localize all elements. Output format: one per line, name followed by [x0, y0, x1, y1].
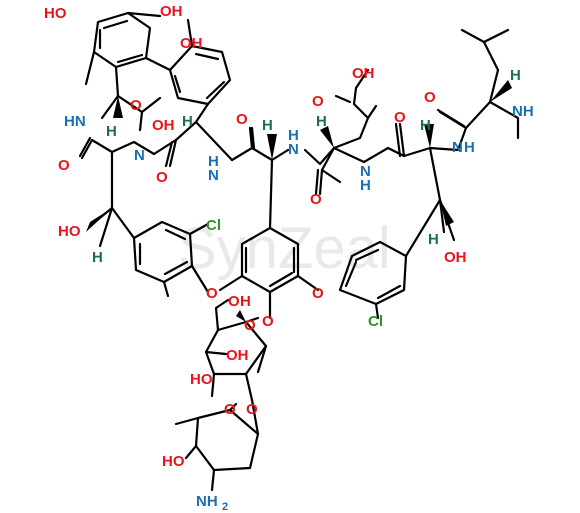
label-oh-benzyl-left: HO — [58, 223, 81, 240]
label-h-n-c: H — [288, 127, 299, 144]
label-oh-top-left: HO — [44, 5, 67, 22]
watermark: SynZeal — [178, 216, 391, 281]
label-nh-methyl: NH — [512, 103, 534, 120]
label-oh-top-phenol: OH — [180, 35, 203, 52]
label-h-n-e: H — [464, 139, 475, 156]
label-h-n-b: H — [208, 153, 219, 170]
label-h-n-d: H — [360, 177, 371, 194]
label-o-leu-amide: O — [424, 89, 436, 106]
stereo-wedges — [86, 80, 512, 322]
ring-resorcinol — [92, 11, 152, 69]
label-h-benzyl-right: H — [428, 231, 439, 248]
label-o-link-sugar: O — [246, 401, 258, 418]
label-hn-left: HN — [64, 113, 86, 130]
label-nh2-van: NH — [196, 493, 218, 510]
label-n-c: N — [288, 141, 299, 158]
label-h-ch2oh-glc: H — [240, 293, 251, 310]
label-h-leu: H — [510, 67, 521, 84]
label-o-ch2-glc: O — [228, 293, 240, 310]
label-o-amide-d: O — [310, 191, 322, 208]
label-h-ca-3: H — [262, 117, 273, 134]
label-o-ether-left: O — [206, 285, 218, 302]
label-o-cooh-left: O — [130, 97, 142, 114]
label-oh-glc-1: OH — [226, 347, 249, 364]
label-o-ring-van: O — [224, 401, 236, 418]
label-o-amide-c: O — [236, 111, 248, 128]
label-h-ca-5: H — [420, 117, 431, 134]
atom-labels: HO OH OH OH O O H NH HN OH O O N H O H N… — [44, 3, 534, 513]
label-o-ring-glc: O — [244, 317, 256, 334]
label-n-d: N — [360, 163, 371, 180]
label-cl-right: Cl — [368, 313, 383, 330]
label-h-ca-4: H — [316, 113, 327, 130]
bond-skeleton — [78, 11, 520, 492]
label-h-ca-2: H — [182, 113, 193, 130]
label-n-e: N — [452, 139, 463, 156]
label-ho-glc-2: HO — [190, 371, 213, 388]
label-n-a: N — [134, 147, 145, 164]
label-o-amide-b: O — [156, 169, 168, 186]
label-o-amide-e: O — [394, 109, 406, 126]
label-h-ca-1: H — [106, 123, 117, 140]
label-o-acid-top: O — [312, 93, 324, 110]
label-cl-left: Cl — [206, 217, 221, 234]
label-oh-top-mid: OH — [160, 3, 183, 20]
label-oh-cooh-left: OH — [152, 117, 175, 134]
label-ho-van: HO — [162, 453, 185, 470]
label-nh2-subscript: 2 — [222, 501, 228, 513]
label-oh-acid-top: OH — [352, 65, 375, 82]
label-o-glycoside: O — [262, 313, 274, 330]
label-oh-benzyl-right: OH — [444, 249, 467, 266]
ring-vancosamine — [194, 408, 260, 472]
label-n-b: N — [208, 167, 219, 184]
label-o-ether-right: O — [312, 285, 324, 302]
label-o-amide-a: O — [58, 157, 70, 174]
label-h-benzyl-left: H — [92, 249, 103, 266]
